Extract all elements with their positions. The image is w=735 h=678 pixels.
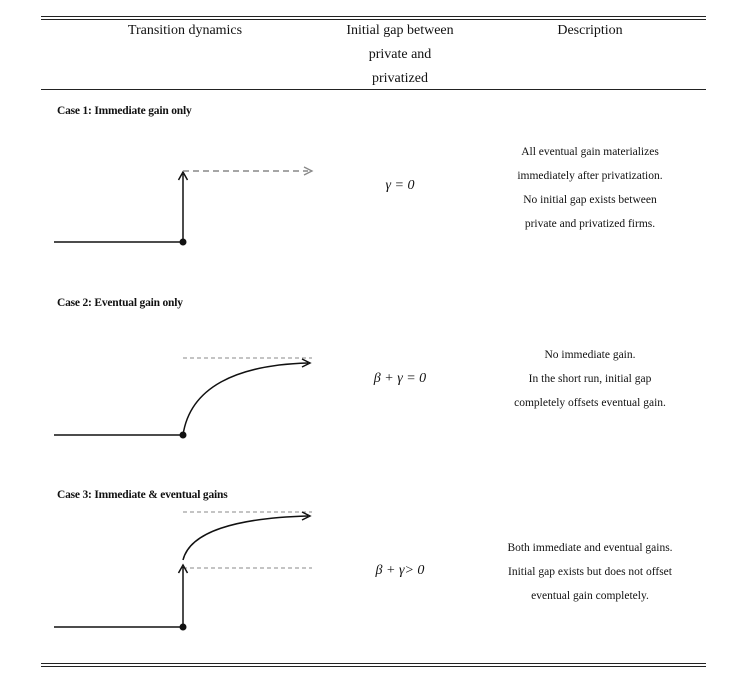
case-1-privatization-point (179, 238, 187, 246)
case-2-desc-line: In the short run, initial gap (528, 373, 652, 385)
header-gap-line3: privatized (372, 71, 428, 86)
case-1-description: All eventual gain materializes immediate… (470, 140, 710, 236)
case-3-privatization-point (179, 623, 187, 631)
case-2-desc-line: completely offsets eventual gain. (514, 397, 666, 409)
case-3-description: Both immediate and eventual gains. Initi… (470, 536, 710, 608)
case-3-curve-arrowhead (301, 511, 312, 521)
case-3-jump-arrowhead (177, 563, 189, 574)
case-1-dashed-arrowhead (303, 166, 314, 176)
case-3-desc-line: eventual gain completely. (531, 590, 649, 602)
case-3-desc-line: Initial gap exists but does not offset (508, 566, 672, 578)
header-transition: Transition dynamics (127, 23, 243, 38)
case-1-desc-line: private and privatized firms. (524, 218, 656, 230)
top-rule-1 (41, 16, 706, 17)
case-1-desc-line: immediately after privatization. (517, 170, 663, 182)
case-3-title: Case 3: Immediate & eventual gains (57, 489, 228, 501)
case-2-description: No immediate gain. In the short run, ini… (470, 343, 710, 415)
bottom-rule-2 (41, 666, 706, 667)
header-description: Description (557, 23, 623, 38)
case-1-diagram (54, 166, 314, 246)
case-3-gain-curve (182, 515, 309, 561)
case-1-formula: γ = 0 (385, 178, 415, 193)
case-3-formula: β + γ> 0 (375, 563, 425, 578)
top-rule-2 (41, 19, 706, 20)
case-2-curve-arrowhead (301, 358, 312, 368)
case-1-desc-line: All eventual gain materializes (521, 146, 659, 158)
header-gap-line1: Initial gap between (346, 23, 454, 38)
bottom-rule-1 (41, 663, 706, 664)
case-2-formula: β + γ = 0 (373, 371, 427, 386)
case-3-diagram (54, 511, 312, 631)
case-2-diagram (54, 357, 312, 439)
header-gap: Initial gap between private and privatiz… (320, 19, 480, 91)
case-3-desc-line: Both immediate and eventual gains. (507, 542, 673, 554)
case-1-jump-arrowhead (177, 170, 189, 181)
case-2-desc-line: No immediate gain. (544, 349, 636, 361)
case-1-title: Case 1: Immediate gain only (57, 105, 192, 117)
header-gap-line2: private and (368, 47, 432, 62)
case-1-desc-line: No initial gap exists between (523, 194, 657, 206)
case-2-gain-curve (182, 362, 309, 436)
header-rule (41, 89, 706, 90)
case-2-title: Case 2: Eventual gain only (57, 297, 183, 309)
case-2-privatization-point (179, 431, 187, 439)
